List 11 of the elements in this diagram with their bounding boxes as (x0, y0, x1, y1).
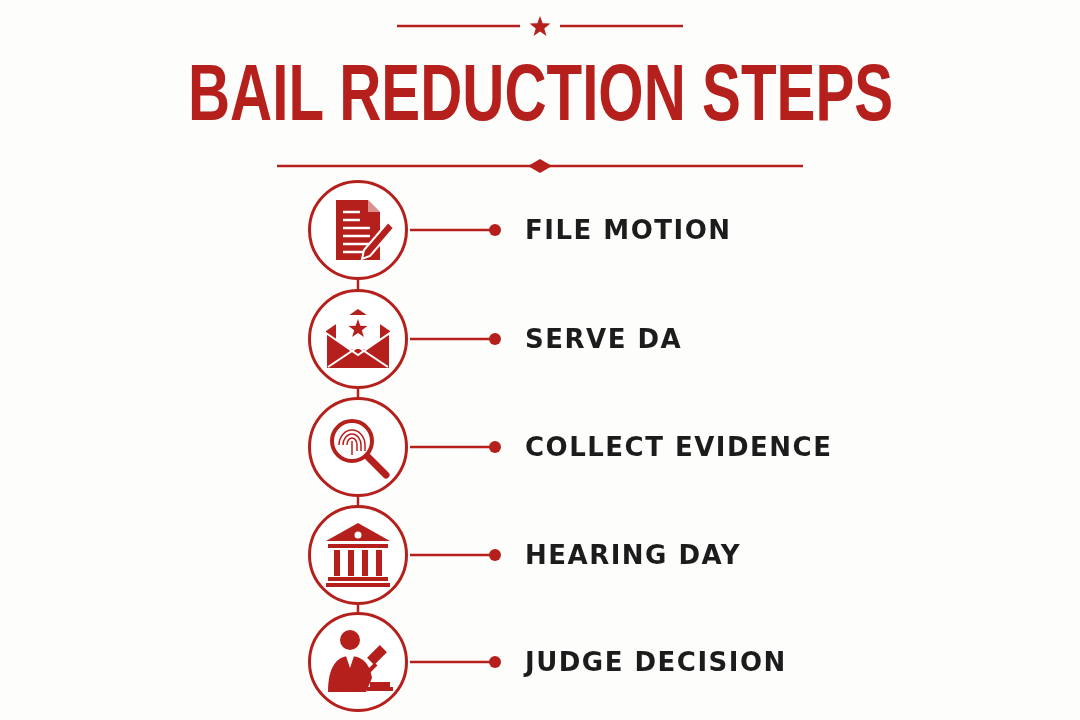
step-label: FILE MOTION (495, 214, 732, 246)
leader-line (410, 656, 501, 668)
step-label: SERVE DA (495, 323, 683, 355)
leader-line (410, 441, 501, 453)
title: BAIL REDUCTION STEPS (187, 52, 893, 132)
leader-line (410, 224, 501, 236)
step-label: JUDGE DECISION (495, 646, 787, 678)
step-label: HEARING DAY (495, 539, 742, 571)
step-label: COLLECT EVIDENCE (495, 431, 833, 463)
leader-line (410, 549, 501, 561)
leader-line (410, 333, 501, 345)
